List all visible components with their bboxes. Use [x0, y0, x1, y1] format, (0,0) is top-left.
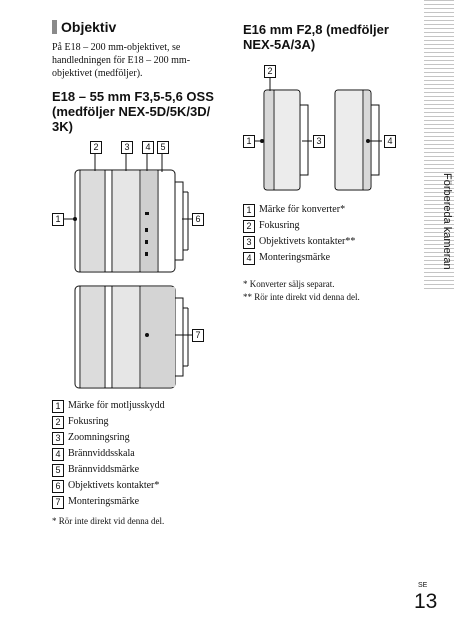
callout-5: 5 — [157, 141, 169, 154]
legend-number: 6 — [52, 479, 64, 493]
legend-e16: 1 Märke för konverter* 2 Fokusring 3 Objekt… — [243, 202, 355, 266]
legend-item: 3 Objektivets kontakter** — [243, 234, 355, 250]
legend-text: Märke för motljusskydd — [68, 400, 165, 411]
footnote: * Rör inte direkt vid denna del. — [52, 516, 165, 526]
legend-item: 1 Märke för konverter* — [243, 202, 355, 218]
legend-item: 2 Fokusring — [52, 414, 165, 430]
section-heading: Objektiv — [52, 19, 116, 35]
lens-heading-line: E16 mm F2,8 (medföljer — [243, 22, 389, 37]
footnotes: * Konverter säljs separat. ** Rör inte d… — [243, 278, 360, 304]
lens-e18-55-illustration — [64, 152, 192, 273]
footnote: * Konverter säljs separat. — [243, 279, 335, 289]
legend-number: 4 — [243, 251, 255, 265]
legend-text: Objektivets kontakter* — [68, 480, 160, 491]
legend-text: Fokusring — [68, 416, 109, 427]
legend-item: 2 Fokusring — [243, 218, 355, 234]
legend-item: 5 Brännviddsmärke — [52, 462, 165, 478]
legend-text: Märke för konverter* — [259, 204, 346, 215]
legend-number: 2 — [243, 219, 255, 233]
lens-e16-illustration — [254, 76, 382, 191]
callout-1: 1 — [243, 135, 255, 148]
legend-text: Objektivets kontakter** — [259, 236, 356, 247]
legend-number: 5 — [52, 463, 64, 477]
legend-item: 1 Märke för motljusskydd — [52, 398, 165, 414]
intro-line: handledningen för E18 – 200 mm- — [52, 55, 191, 66]
callout-3: 3 — [313, 135, 325, 148]
legend-text: Monteringsmärke — [259, 252, 331, 263]
lens-heading-e18: E18 – 55 mm F3,5-5,6 OSS (medföljer NEX-… — [52, 89, 214, 134]
legend-number: 3 — [52, 431, 64, 445]
lens-heading-line: 3K) — [52, 119, 73, 134]
callout-3: 3 — [121, 141, 133, 154]
legend-e18-55: 1 Märke för motljusskydd 2 Fokusring 3 Zoom… — [52, 398, 165, 510]
language-code: SE — [418, 582, 428, 589]
intro-line: objektivet (medföljer). — [52, 68, 143, 79]
heading-marker — [52, 20, 57, 34]
callout-2: 2 — [90, 141, 102, 154]
legend-item: 4 Monteringsmärke — [243, 250, 355, 266]
lens-heading-e16: E16 mm F2,8 (medföljer NEX-5A/3A) — [243, 22, 389, 52]
legend-item: 6 Objektivets kontakter* — [52, 478, 165, 494]
callout-2: 2 — [264, 65, 276, 78]
callout-1: 1 — [52, 213, 64, 226]
legend-number: 1 — [52, 399, 64, 413]
section-heading-text: Objektiv — [61, 19, 117, 35]
legend-item: 4 Brännviddsskala — [52, 446, 165, 462]
section-tab-label: Förbereda kameran — [441, 173, 453, 270]
legend-number: 1 — [243, 203, 255, 217]
legend-text: Monteringsmärke — [68, 496, 140, 507]
callout-6: 6 — [192, 213, 204, 226]
lens-e18-55-side-illustration — [74, 285, 192, 389]
legend-number: 4 — [52, 447, 64, 461]
footnote: ** Rör inte direkt vid denna del. — [243, 292, 360, 302]
legend-number: 2 — [52, 415, 64, 429]
intro-line: På E18 – 200 mm-objektivet, se — [52, 42, 181, 53]
legend-text: Fokusring — [259, 220, 300, 231]
legend-number: 3 — [243, 235, 255, 249]
legend-item: 3 Zoomningsring — [52, 430, 165, 446]
lens-heading-line: NEX-5A/3A) — [243, 37, 316, 52]
page-number: 13 — [414, 590, 438, 613]
intro-text: På E18 – 200 mm-objektivet, se handledni… — [52, 41, 190, 80]
section-tab — [424, 0, 454, 290]
callout-4: 4 — [142, 141, 154, 154]
lens-heading-line: (medföljer NEX-5D/5K/3D/ — [52, 104, 211, 119]
legend-text: Brännviddsskala — [68, 448, 135, 459]
lens-heading-line: E18 – 55 mm F3,5-5,6 OSS — [52, 89, 214, 104]
callout-7: 7 — [192, 329, 204, 342]
legend-number: 7 — [52, 495, 64, 509]
legend-text: Zoomningsring — [68, 432, 130, 443]
legend-text: Brännviddsmärke — [68, 464, 140, 475]
callout-4: 4 — [384, 135, 396, 148]
legend-item: 7 Monteringsmärke — [52, 494, 165, 510]
